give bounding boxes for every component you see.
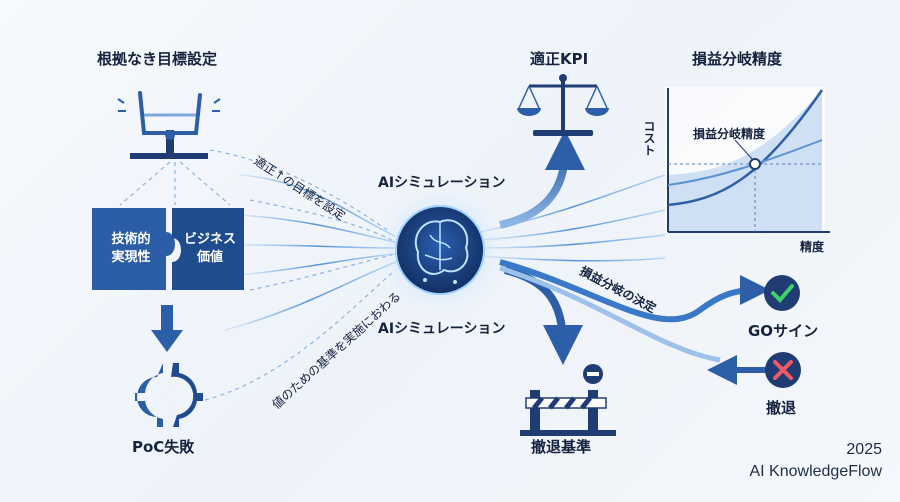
withdraw-x-icon — [765, 352, 801, 388]
withdraw-label: 撤退 — [766, 399, 797, 417]
down-arrow-icon — [151, 305, 183, 352]
business-value-line2: 価値 — [196, 250, 223, 265]
breakeven-chart — [665, 87, 830, 233]
puzzle-icon — [92, 208, 244, 290]
breakeven-title: 損益分岐精度 — [692, 50, 783, 68]
flow-to-branch — [499, 265, 721, 363]
brand-label: AI KnowledgeFlow — [749, 463, 882, 480]
go-check-icon — [764, 275, 800, 311]
target-setting-label: 根拠なき目標設定 — [97, 50, 218, 68]
ai-sim-bottom-label: AIシミュレーション — [378, 321, 506, 337]
tech-feasibility-label: 技術的 実現性 — [98, 231, 164, 267]
arrow-to-go — [499, 259, 770, 323]
business-value-line1: ビジネス — [183, 232, 236, 247]
breakeven-point-label: 損益分岐精度 — [693, 127, 766, 141]
goalpost-icon — [117, 91, 221, 159]
business-value-label: ビジネス 価値 — [176, 231, 244, 267]
ai-brain-icon — [395, 205, 485, 295]
tech-feasibility-line1: 技術的 — [111, 232, 151, 247]
proper-kpi-label: 適正KPI — [530, 50, 589, 68]
balance-scale-icon — [517, 74, 609, 136]
tech-feasibility-line2: 実現性 — [111, 250, 151, 265]
year-label: 2025 — [846, 441, 882, 458]
cost-axis-label: コスト — [642, 120, 656, 156]
output-flow-lines — [479, 174, 666, 262]
arrow-to-kpi — [499, 130, 585, 229]
poc-failure-label: PoC失敗 — [132, 438, 195, 456]
accuracy-axis-label: 精度 — [800, 240, 825, 254]
broken-gear-icon — [135, 363, 203, 427]
withdraw-criteria-label: 撤退基準 — [531, 438, 592, 456]
go-sign-label: GOサイン — [748, 322, 819, 340]
barrier-icon — [520, 364, 616, 436]
ai-sim-top-label: AIシミュレーション — [378, 175, 506, 191]
dashed-flow-lines — [119, 149, 396, 401]
